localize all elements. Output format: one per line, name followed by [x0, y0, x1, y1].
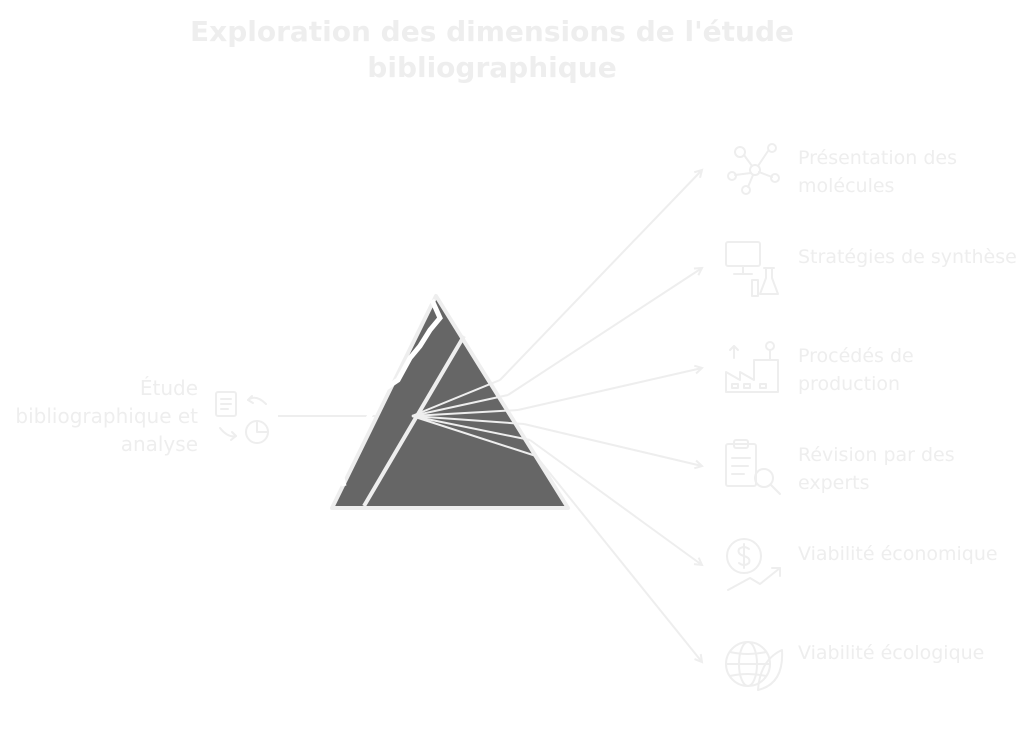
- beam-expert-review: [523, 423, 702, 466]
- output-label-synthesis: Stratégies de synthèse: [798, 246, 1017, 268]
- output-beams: [499, 170, 702, 662]
- beam-economic: [529, 439, 702, 565]
- globe-leaf-icon: [725, 641, 784, 691]
- prism-outline: [330, 294, 570, 510]
- output-label-production: Procédés de production: [798, 345, 914, 395]
- output-label-ecological: Viabilité écologique: [798, 642, 985, 664]
- diagram-title: Exploration des dimensions de l'étude bi…: [190, 15, 794, 84]
- beam-ecological: [535, 455, 702, 662]
- computer-flask-icon: [725, 241, 779, 297]
- prism: [330, 294, 570, 510]
- beam-molecules: [499, 170, 702, 381]
- input-label: Étude bibliographique et analyse: [15, 376, 198, 456]
- dollar-growth-icon: [726, 538, 781, 591]
- molecule-network-icon: [727, 143, 780, 195]
- beam-synthesis: [507, 268, 702, 396]
- prism-dispersion: [411, 379, 537, 457]
- factory-icon: [725, 341, 779, 393]
- prism-body: [332, 296, 568, 508]
- output-label-molecules: Présentation des molécules: [798, 147, 958, 197]
- beam-production: [517, 368, 702, 411]
- prism-inner-line: [362, 334, 466, 508]
- output-label-economic: Viabilité économique: [798, 543, 998, 565]
- document-to-chart-icon: [215, 391, 269, 444]
- output-label-expert-review: Révision par des experts: [798, 444, 955, 494]
- clipboard-magnifier-icon: [725, 439, 781, 495]
- prism-rough-edge: [337, 298, 443, 487]
